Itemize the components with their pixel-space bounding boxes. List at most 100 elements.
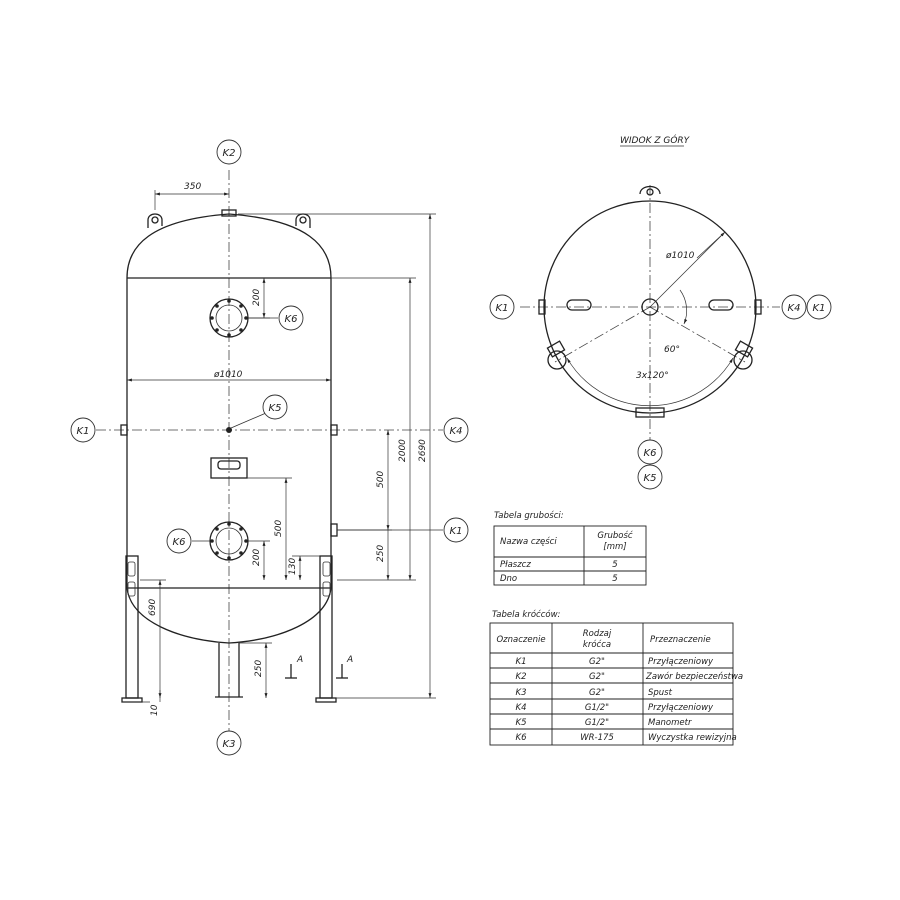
svg-text:K6: K6 — [173, 537, 186, 548]
thickness-table-title: Tabela grubości: — [494, 510, 564, 521]
svg-text:K2: K2 — [223, 148, 236, 159]
svg-text:K1: K1 — [813, 303, 826, 314]
svg-text:K1: K1 — [77, 426, 90, 437]
top-head — [126, 213, 332, 279]
dim-350: 350 — [184, 182, 201, 192]
thickness-row-1-name: Płaszcz — [500, 560, 531, 570]
connections-table: Tabela króćców: Oznaczenie Rodzaj króćca… — [489, 609, 743, 746]
conn-row-4-type: G1/2" — [585, 703, 609, 713]
top-view-k4-nozzle — [754, 299, 762, 315]
conn-row-1-id: K1 — [516, 657, 527, 667]
nozzle-k4 — [330, 424, 338, 436]
nozzle-k1-lower — [330, 523, 338, 537]
dim-500-right: 500 — [376, 471, 386, 488]
conn-row-2-type: G2" — [589, 672, 605, 682]
dim-2690: 2690 — [418, 439, 428, 462]
dim-2000: 2000 — [398, 439, 408, 462]
bubble-k3: K3 — [216, 730, 242, 756]
top-bubble-k6: K6 — [637, 439, 663, 465]
bubble-k6-lower: K6 — [166, 528, 210, 554]
bubble-k1-lower: K1 — [337, 517, 469, 543]
conn-row-1-purpose: Przyłączeniowy — [648, 657, 714, 667]
bubble-k5: K5 — [230, 394, 288, 429]
dim-200-bottom: 200 — [252, 549, 262, 566]
top-bubble-k1-right: K1 — [806, 294, 832, 320]
thickness-row-2-value: 5 — [612, 574, 617, 584]
nozzle-k5 — [226, 427, 232, 433]
svg-text:K1: K1 — [496, 303, 509, 314]
top-view: WIDOK Z GÓRY — [489, 134, 832, 490]
dim-500-mid: 500 — [274, 520, 284, 537]
top-view-k3-nozzle — [635, 407, 665, 418]
conn-row-6-type: WR-175 — [580, 733, 614, 743]
lifting-lug-right — [295, 213, 311, 228]
top-view-angle60: 60° — [664, 345, 680, 355]
drain-pipe-k3 — [215, 643, 243, 698]
conn-row-5-id: K5 — [516, 718, 527, 728]
dim-690: 690 — [148, 599, 158, 616]
bubble-k1-left: K1 — [70, 417, 96, 443]
conn-row-1-type: G2" — [589, 657, 605, 667]
nameplate — [210, 457, 248, 479]
svg-text:K4: K4 — [788, 303, 801, 314]
dim-10: 10 — [150, 704, 160, 716]
conn-row-2-purpose: Zawór bezpieczeństwa — [645, 671, 743, 682]
top-view-k2-nozzle — [641, 298, 659, 316]
thickness-table: Tabela grubości: Nazwa części Grubość [m… — [493, 510, 647, 586]
thickness-header-thickness-l1: Grubość — [597, 530, 632, 541]
conn-row-5-type: G1/2" — [585, 718, 609, 728]
top-view-angle3x120: 3x120° — [636, 371, 669, 381]
dim-dia1010: ø1010 — [213, 370, 243, 380]
lifting-lug-left — [147, 213, 163, 228]
nozzle-k2 — [221, 209, 237, 217]
bubble-k2: K2 — [216, 139, 242, 165]
conn-row-3-type: G2" — [589, 688, 605, 698]
top-bubble-k1-left: K1 — [489, 294, 515, 320]
svg-text:K6: K6 — [285, 314, 298, 325]
dim-200-top: 200 — [252, 289, 262, 306]
thickness-row-2-name: Dno — [500, 574, 517, 584]
dim-250-bottom: 250 — [254, 660, 264, 677]
svg-text:K4: K4 — [450, 426, 463, 437]
bubble-k6-upper: K6 — [248, 305, 304, 331]
conn-row-3-purpose: Spust — [648, 688, 673, 698]
top-view-leg-top — [639, 185, 661, 196]
nozzle-k1-left — [120, 424, 128, 436]
top-view-dia1010: ø1010 — [665, 251, 695, 261]
conn-row-2-id: K2 — [516, 672, 527, 682]
conn-row-6-purpose: Wyczystka rewizyjna — [648, 733, 737, 743]
section-a-label-right: A — [346, 655, 353, 665]
conn-header-type-l1: Rodzaj — [583, 629, 612, 639]
top-view-k1-nozzle — [538, 299, 546, 315]
conn-header-type-l2: króćca — [583, 639, 611, 650]
top-view-lug-right — [708, 299, 734, 311]
svg-text:K5: K5 — [269, 403, 282, 414]
top-bubble-k5: K5 — [637, 464, 663, 490]
conn-header-designation: Oznaczenie — [496, 635, 545, 645]
conn-row-6-id: K6 — [516, 733, 528, 743]
thickness-header-name: Nazwa części — [500, 536, 557, 547]
connections-table-title: Tabela króćców: — [492, 609, 561, 620]
thickness-row-1-value: 5 — [612, 560, 617, 570]
svg-text:K3: K3 — [223, 739, 236, 750]
front-view: 350 ø1010 200 2000 2690 500 250 500 200 … — [70, 139, 469, 756]
svg-text:K5: K5 — [644, 473, 657, 484]
top-view-lug-left — [566, 299, 592, 311]
conn-header-purpose: Przeznaczenie — [650, 635, 711, 645]
dim-250-right: 250 — [376, 545, 386, 562]
section-a-label-left: A — [296, 655, 303, 665]
inspection-opening-lower — [209, 521, 249, 561]
conn-row-4-purpose: Przyłączeniowy — [648, 703, 714, 713]
conn-row-4-id: K4 — [516, 703, 527, 713]
top-bubble-k4: K4 — [781, 294, 807, 320]
conn-row-5-purpose: Manometr — [648, 718, 692, 728]
leg-right — [315, 555, 337, 703]
section-a-markers — [285, 664, 348, 679]
svg-text:K1: K1 — [450, 526, 463, 537]
dim-130: 130 — [288, 558, 298, 575]
conn-row-3-id: K3 — [516, 688, 527, 698]
top-view-title: WIDOK Z GÓRY — [620, 134, 691, 146]
svg-text:K6: K6 — [644, 448, 657, 459]
bottom-head — [126, 587, 332, 644]
